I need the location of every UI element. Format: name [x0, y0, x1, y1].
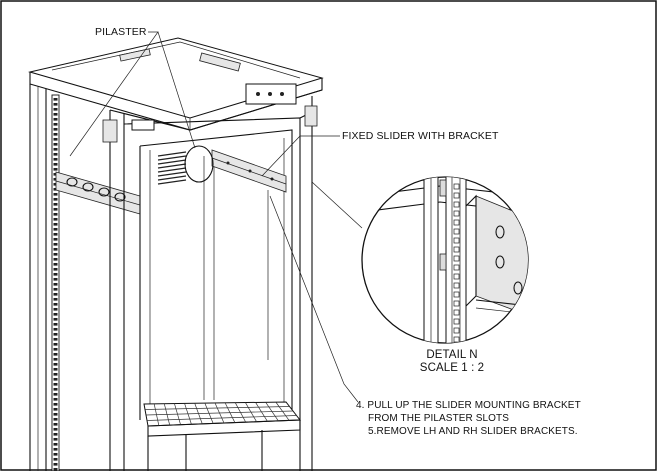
left-slider-rail [55, 171, 141, 215]
vent-grille [157, 151, 187, 185]
left-pilaster [51, 94, 60, 471]
pilaster-label: PILASTER [95, 26, 147, 38]
step5-text: 5.REMOVE LH AND RH SLIDER BRACKETS. [368, 426, 578, 437]
cabinet-interior [139, 129, 293, 420]
detail-title: DETAIL N [426, 349, 478, 361]
step4-line1: 4. PULL UP THE SLIDER MOUNTING BRACKET [356, 400, 581, 411]
detail-scale: SCALE 1 : 2 [419, 362, 485, 374]
cabinet-front-frame [102, 83, 323, 471]
fixed-slider-bracket [184, 145, 287, 193]
leader-lines [69, 31, 363, 403]
wire-shelf [143, 401, 301, 471]
cabinet-left-side [29, 84, 47, 471]
detail-n-circle [361, 176, 529, 344]
fixed-slider-label: FIXED SLIDER WITH BRACKET [342, 130, 499, 142]
step4-line2: FROM THE PILASTER SLOTS [368, 413, 510, 424]
